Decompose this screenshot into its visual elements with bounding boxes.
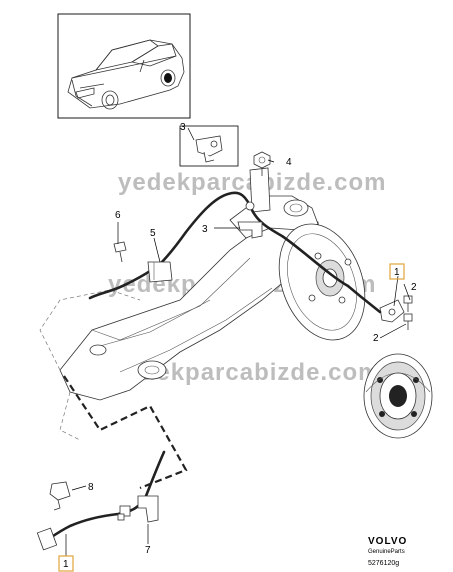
callout-1-lower-box — [58, 555, 74, 572]
callout-1-upper-box — [389, 263, 405, 280]
bolt-lower — [403, 313, 413, 330]
part-number: 5276120g — [368, 560, 399, 567]
callout-2-upper: 2 — [411, 282, 417, 293]
callout-3-box: 3 — [180, 122, 186, 133]
brand-subtitle: GenuineParts — [368, 549, 405, 555]
callout-6: 6 — [115, 210, 121, 221]
callout-4: 4 — [286, 157, 292, 168]
bracket-inset — [179, 125, 239, 167]
bolt-upper — [403, 295, 413, 312]
callout-labels: 3 4 3 5 6 1 2 2 8 7 1 — [58, 122, 417, 572]
cable-dashed-route — [63, 375, 188, 490]
callout-8: 8 — [88, 482, 94, 493]
callout-3-mid: 3 — [202, 224, 208, 235]
callout-1-lower: 1 — [63, 559, 69, 570]
abs-cable — [88, 191, 350, 300]
vehicle-inset — [57, 13, 191, 119]
bolt-6 — [113, 241, 127, 263]
nut-4 — [253, 151, 271, 176]
callout-5: 5 — [150, 228, 156, 239]
lower-cable-assembly — [36, 450, 166, 551]
car-drawing — [67, 39, 185, 110]
brand-name: VOLVO — [368, 536, 407, 547]
callout-1-upper: 1 — [394, 267, 400, 278]
callout-7: 7 — [145, 545, 151, 556]
wheel-hub — [363, 353, 433, 439]
abs-sensor-hub — [346, 284, 413, 330]
rear-subframe — [39, 167, 321, 441]
brand-block: VOLVO GenuineParts 5276120g — [368, 536, 407, 567]
callout-leaders — [65, 127, 411, 556]
callout-2-lower: 2 — [373, 333, 379, 344]
